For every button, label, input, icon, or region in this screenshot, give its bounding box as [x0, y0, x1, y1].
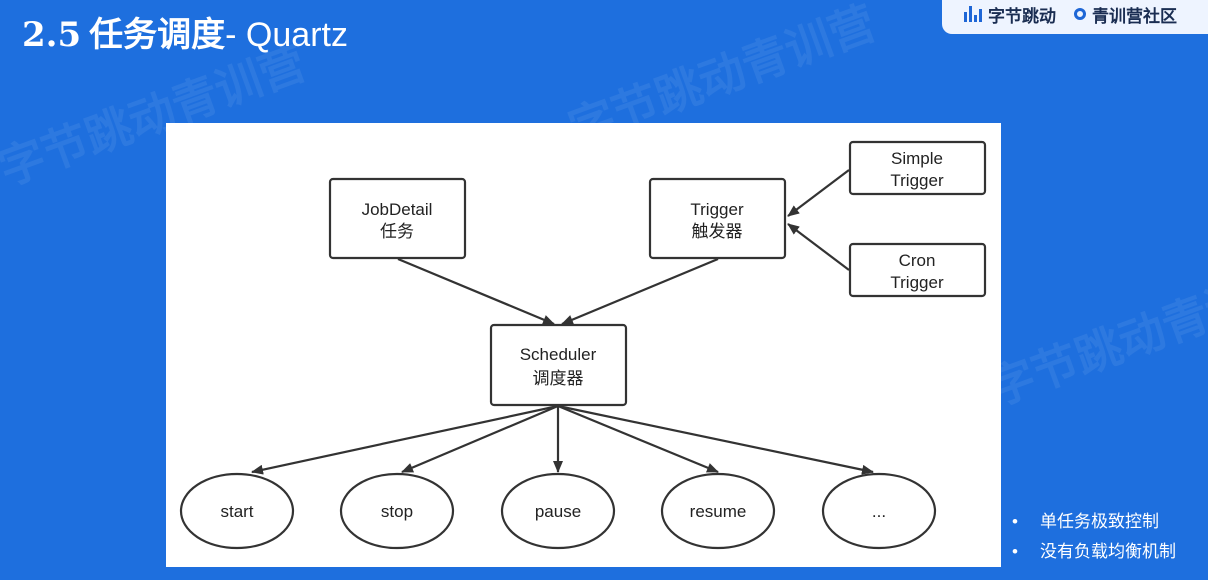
node-cron-trigger-label-1: Cron	[899, 251, 936, 270]
node-trigger-box	[648, 177, 787, 260]
watermark: 字节跳动青训营	[981, 256, 1208, 416]
slide-number: 2.5	[22, 15, 82, 55]
node-scheduler-box	[489, 323, 628, 407]
node-stop	[339, 472, 455, 550]
node-pause	[500, 472, 616, 550]
logo-bar: 字节跳动 青训营社区	[942, 0, 1208, 34]
edge-scheduler-to-start	[251, 404, 559, 475]
edge-trigger-to-scheduler	[561, 257, 719, 326]
bytedance-logo-label: 字节跳动	[988, 6, 1056, 26]
action-stop-label: stop	[381, 502, 413, 521]
diagram-svg: JobDetail 任务 Trigger 触发器 Simple Trigger …	[179, 140, 987, 550]
slide-title-zh: 任务调度	[89, 16, 226, 54]
node-simple-trigger-label-1: Simple	[891, 149, 943, 168]
node-simple-trigger-label-2: Trigger	[890, 171, 944, 190]
node-jobdetail-label-2: 任务	[380, 222, 414, 241]
bullet-item: 单任务极致控制	[1010, 508, 1176, 538]
quartz-diagram: JobDetail 任务 Trigger 触发器 Simple Trigger …	[166, 123, 1001, 567]
edge-scheduler-to-more	[557, 404, 874, 475]
node-scheduler-label-1: Scheduler	[520, 345, 597, 364]
edge-scheduler-to-resume	[557, 404, 719, 474]
action-resume-label: resume	[690, 502, 747, 521]
node-more	[821, 472, 937, 550]
action-more-label: ...	[872, 502, 886, 521]
action-start-label: start	[220, 502, 253, 521]
node-simple-trigger-box	[848, 140, 987, 196]
bytedance-logo: 字节跳动	[964, 2, 1056, 27]
edge-scheduler-to-stop	[401, 404, 559, 474]
node-resume	[660, 472, 776, 550]
node-trigger-label-2: 触发器	[692, 222, 743, 241]
node-cron-trigger-box	[848, 242, 987, 298]
node-cron-trigger-label-2: Trigger	[890, 273, 944, 292]
edge-simple-to-trigger	[787, 169, 850, 217]
bytedance-bars-icon	[964, 6, 982, 22]
slide-title-en: - Quartz	[225, 16, 348, 54]
node-start	[179, 472, 295, 550]
edge-jobdetail-to-scheduler	[397, 257, 555, 326]
community-logo-label: 青训营社区	[1092, 6, 1177, 26]
feature-bullets: 单任务极致控制 没有负载均衡机制	[1010, 508, 1176, 568]
node-trigger-label-1: Trigger	[690, 200, 744, 219]
node-jobdetail-box	[328, 177, 467, 260]
community-logo: 青训营社区	[1074, 2, 1177, 27]
edge-cron-to-trigger	[787, 223, 850, 271]
ring-icon	[1074, 8, 1086, 20]
bullet-item: 没有负载均衡机制	[1010, 538, 1176, 568]
node-jobdetail-label-1: JobDetail	[362, 200, 433, 219]
node-scheduler-label-2: 调度器	[533, 369, 584, 388]
action-pause-label: pause	[535, 502, 581, 521]
